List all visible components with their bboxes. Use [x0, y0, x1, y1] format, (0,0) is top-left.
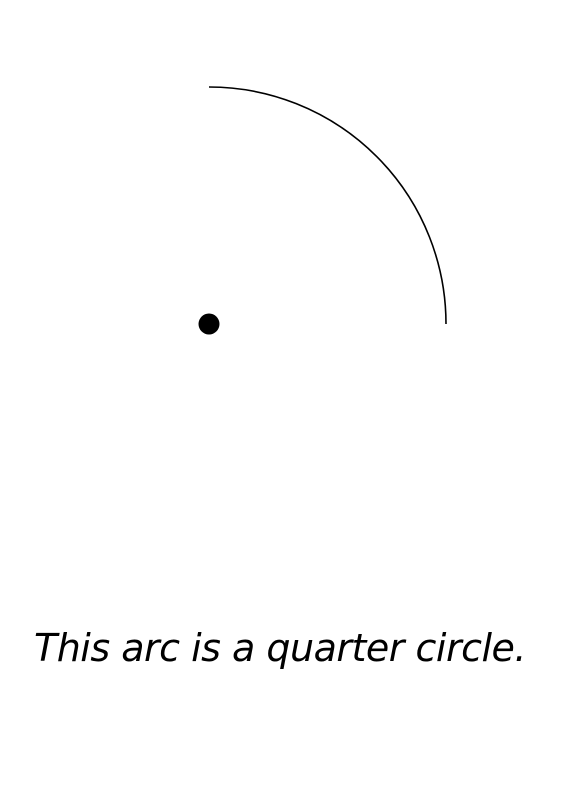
- quarter-circle-arc: [208, 86, 447, 325]
- center-point: [198, 313, 220, 335]
- diagram-caption: This arc is a quarter circle.: [34, 626, 527, 670]
